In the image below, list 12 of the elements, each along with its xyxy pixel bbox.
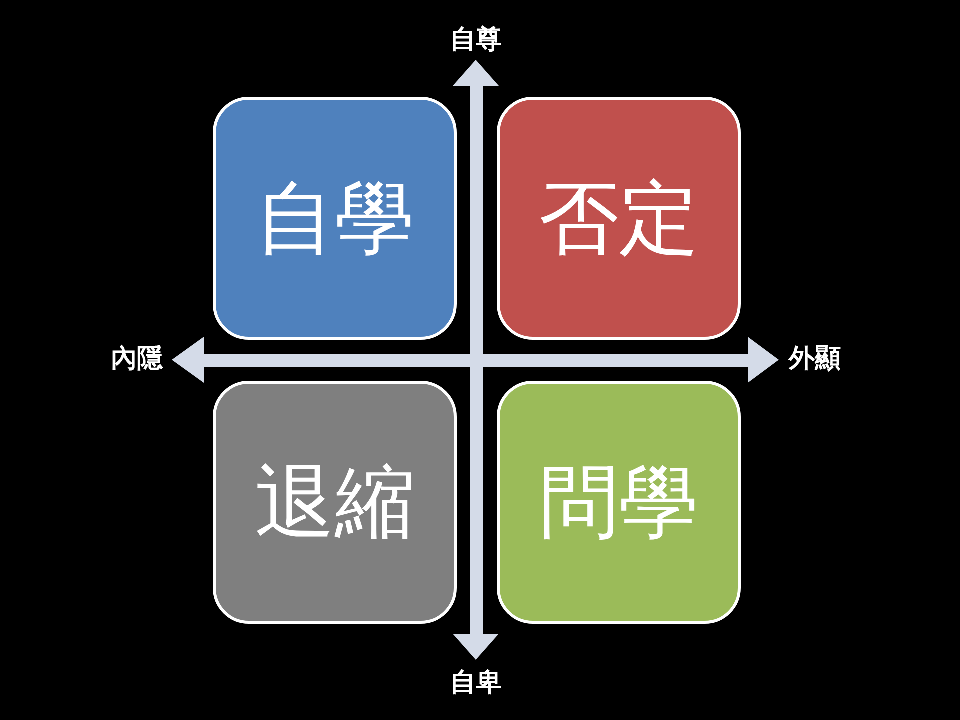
quadrant-box xyxy=(497,381,741,624)
quadrant-box xyxy=(213,381,457,624)
quadrant-label: 問學 xyxy=(539,462,699,542)
axis-label: 內隱 xyxy=(111,346,163,372)
quadrant-label: 退縮 xyxy=(255,462,415,542)
axis-label: 自尊 xyxy=(450,27,502,53)
axis-label: 自卑 xyxy=(450,670,502,696)
quadrant-box xyxy=(213,97,457,340)
quadrant-box xyxy=(497,97,741,340)
quadrant-label: 否定 xyxy=(539,178,699,258)
quadrant-label: 自學 xyxy=(255,178,415,258)
axis-label: 外顯 xyxy=(789,346,841,372)
